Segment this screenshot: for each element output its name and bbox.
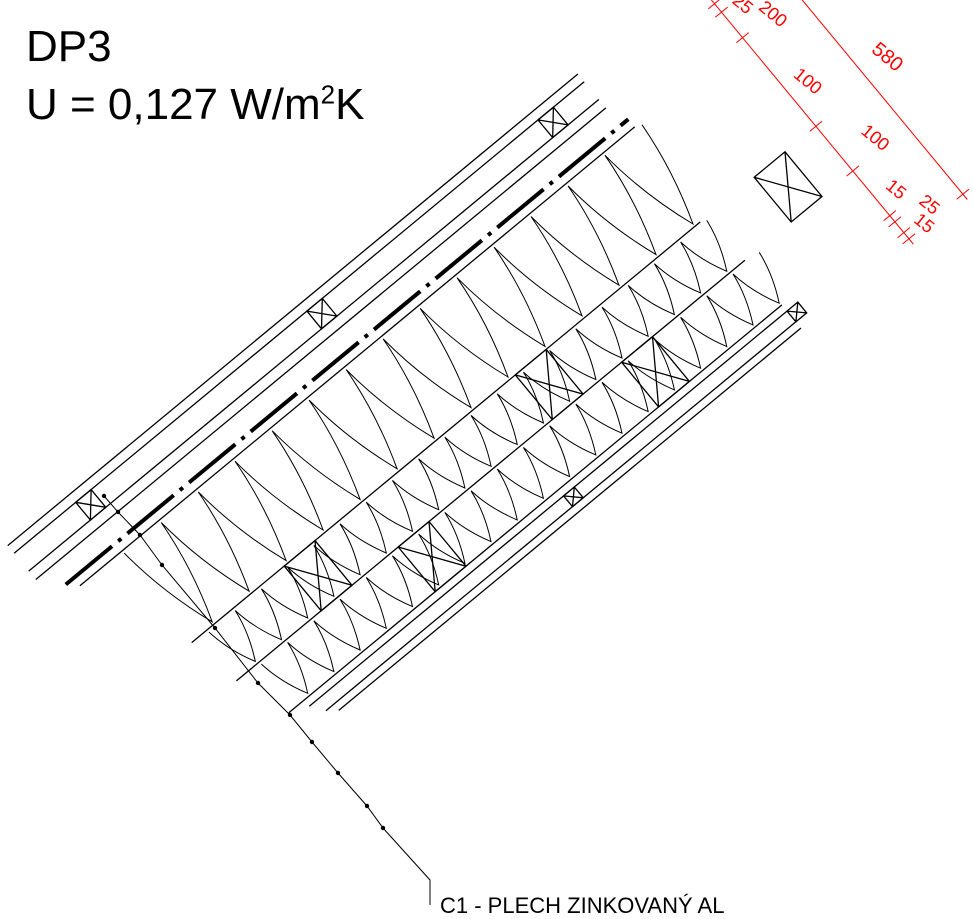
- layer-line: [28, 98, 600, 572]
- dimension-tick: [897, 227, 911, 239]
- layer-line: [13, 81, 585, 554]
- insulation-wave: [123, 124, 694, 623]
- layer-line: [338, 327, 802, 711]
- roof-layer-lines: [7, 73, 802, 714]
- insulation-wave: [261, 252, 780, 695]
- layer-line: [325, 321, 797, 712]
- dimension-tick: [888, 216, 902, 228]
- layer-line: [191, 221, 701, 644]
- dimension-layer-label: 100: [857, 120, 893, 155]
- u-value-exponent: 2: [320, 79, 336, 110]
- layer-line: [7, 73, 579, 547]
- leader-dot: [309, 739, 315, 745]
- batten-icon: [305, 297, 338, 330]
- leader-dot: [137, 532, 143, 538]
- insulation-wave: [208, 220, 728, 663]
- u-value-text: U = 0,127 W/m: [26, 80, 321, 129]
- leader-dot: [115, 509, 121, 515]
- layer-line: [235, 259, 746, 682]
- dimension-total-label: 580: [867, 38, 907, 76]
- dimension-layer-label: 200: [755, 0, 791, 31]
- batten-icon: [74, 488, 107, 522]
- stud-icon: [753, 150, 823, 223]
- stud-icon: [514, 348, 585, 421]
- leader-callout-text: C1 - PLECH ZINKOVANÝ AL: [440, 893, 725, 918]
- detail-code: DP3: [26, 22, 112, 71]
- leader-dot: [287, 712, 293, 718]
- leader-dot: [255, 680, 261, 686]
- dimension-total-line: [801, 0, 968, 200]
- dimension-tick: [902, 233, 916, 245]
- layer-line: [288, 304, 783, 714]
- leader-path: [103, 495, 431, 905]
- batten-icon: [562, 486, 585, 508]
- batten-icon: [786, 301, 808, 323]
- dimension-tick: [846, 165, 860, 177]
- layer-line: [35, 107, 607, 581]
- layer-line: [79, 126, 636, 587]
- leader-dot: [335, 770, 341, 776]
- stud-icon: [397, 520, 467, 593]
- dimension-tick: [736, 32, 750, 44]
- leader-dot: [212, 625, 218, 631]
- stud-cross-symbols: [283, 150, 823, 612]
- stud-icon: [283, 539, 353, 612]
- leader-line: [101, 493, 431, 905]
- dimension-chain: 580406025200100100152515: [707, 0, 970, 245]
- u-value-unit-suffix: K: [335, 80, 365, 129]
- dimension-tick: [956, 188, 970, 200]
- membrane-line: [64, 117, 630, 587]
- u-value-label: U = 0,127 W/m2K: [26, 80, 365, 130]
- dimension-line: [710, 0, 914, 245]
- stud-icon: [620, 335, 691, 408]
- dimension-tick: [883, 210, 897, 222]
- dimension-tick: [714, 6, 729, 18]
- leader-dot: [380, 825, 386, 831]
- layer-line: [308, 310, 788, 707]
- dimension-layer-label: 15: [882, 175, 910, 203]
- leader-dot: [159, 562, 165, 568]
- leader-dot: [101, 493, 107, 499]
- leader-dot: [364, 803, 370, 809]
- dimension-layer-label: 25: [729, 0, 757, 18]
- dimension-tick: [809, 120, 823, 132]
- dimension-tick: [707, 0, 720, 10]
- batten-symbols: [74, 106, 808, 522]
- batten-icon: [537, 106, 570, 139]
- dimension-layer-label: 100: [790, 64, 826, 99]
- insulation-pattern: [123, 124, 780, 695]
